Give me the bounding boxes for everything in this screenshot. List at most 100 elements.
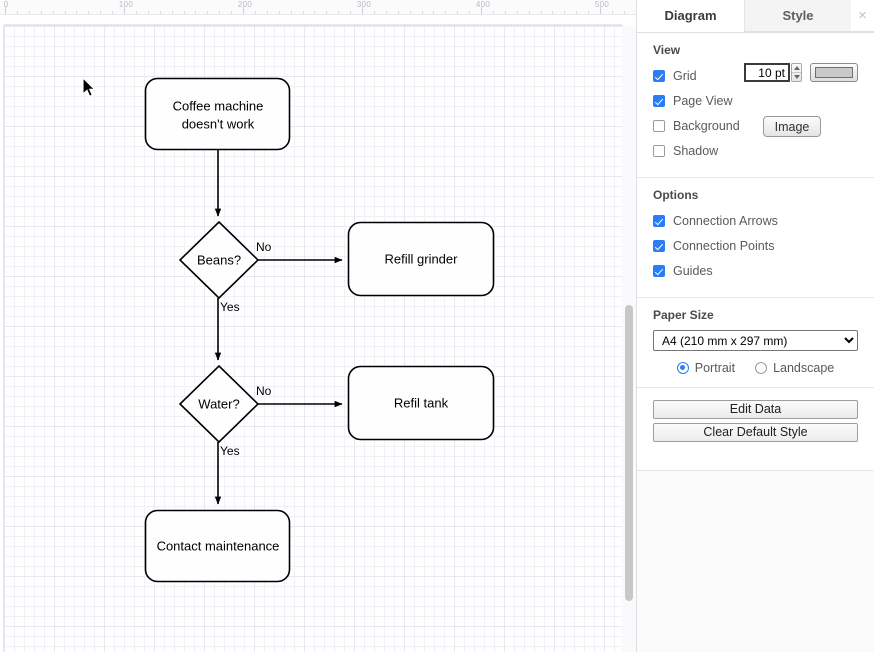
ruler-tick-minor [40,11,42,14]
ruler-tick-minor [159,11,161,14]
background-image-button-label: Image [774,119,810,134]
ruler-tick-major [124,7,125,14]
grid-label: Grid [673,69,697,83]
orientation-landscape[interactable]: Landscape [755,361,834,375]
ruler-label: 300 [356,0,372,9]
ruler-tick-minor [207,11,209,14]
background-checkbox[interactable] [653,120,665,132]
portrait-label: Portrait [694,361,736,375]
grid-color-swatch-button[interactable] [810,63,858,82]
ruler-tick-minor [516,11,518,14]
ruler-tick-minor [576,11,578,14]
ruler-label: 500 [594,0,610,9]
grid-size-input[interactable] [744,63,790,82]
ruler-tick-minor [326,11,328,14]
connection-points-label: Connection Points [673,239,775,253]
clear-default-style-button-label: Clear Default Style [703,425,808,439]
ruler-tick-minor [445,11,447,14]
ruler-tick-minor [457,11,459,14]
tab-style-label: Style [782,8,814,23]
ruler-tick-minor [338,11,340,14]
background-row: Background Image [653,115,858,137]
ruler-tick-minor [100,11,102,14]
ruler-tick-minor [112,11,114,14]
options-section: Options Connection Arrows Connection Poi… [637,178,874,298]
connection-arrows-checkbox[interactable] [653,215,665,227]
ruler-label: 0 [3,0,9,9]
close-icon-glyph: × [858,7,867,24]
tab-style[interactable]: Style [744,0,851,32]
scrollbar-thumb[interactable] [625,305,633,601]
tab-diagram[interactable]: Diagram [637,0,744,32]
paper-size-section: Paper Size A4 (210 mm x 297 mm) Portrait… [637,298,874,388]
ruler-tick-major [362,7,363,14]
ruler-tick-minor [492,11,494,14]
ruler-tick-major [600,7,601,14]
ruler-tick-minor [564,11,566,14]
ruler-tick-minor [469,11,471,14]
ruler-tick-minor [540,11,542,14]
caret-up-icon [793,66,800,70]
ruler-tick-minor [64,11,66,14]
page-view-label: Page View [673,94,733,108]
page-view-checkbox[interactable] [653,95,665,107]
grid-size-increment[interactable] [792,64,801,73]
ruler-tick-minor [397,11,399,14]
shadow-checkbox[interactable] [653,145,665,157]
diagram-page[interactable] [4,26,622,652]
landscape-radio[interactable] [755,362,768,374]
grid-controls [744,63,858,82]
ruler-tick-minor [623,11,625,14]
ruler-tick-major [481,7,482,14]
ruler-tick-major [243,7,244,14]
shadow-label: Shadow [673,144,719,158]
ruler-tick-minor [302,11,304,14]
clear-default-style-button[interactable]: Clear Default Style [653,423,858,442]
orientation-portrait[interactable]: Portrait [676,361,736,375]
ruler-tick-minor [219,11,221,14]
ruler-tick-minor [16,11,18,14]
paper-size-select[interactable]: A4 (210 mm x 297 mm) [653,330,858,351]
portrait-radio[interactable] [676,362,689,374]
ruler-tick-minor [433,11,435,14]
grid-size-decrement[interactable] [792,73,801,81]
ruler-tick-minor [385,11,387,14]
shadow-row: Shadow [653,140,858,162]
background-label: Background [673,119,740,133]
ruler-tick-minor [171,11,173,14]
ruler-tick-minor [254,11,256,14]
ruler-tick-minor [528,11,530,14]
horizontal-ruler[interactable]: 0 100 200 300 400 500 [0,0,636,15]
page-top-edge [4,24,622,26]
ruler-tick-minor [278,11,280,14]
connection-points-row: Connection Points [653,235,858,257]
paper-size-title: Paper Size [653,308,714,322]
ruler-tick-minor [183,11,185,14]
connection-points-checkbox[interactable] [653,240,665,252]
diagram-canvas[interactable]: 0 100 200 300 400 500 [0,0,636,652]
sidebar-tabbar: Diagram Style × [637,0,874,33]
ruler-label: 100 [118,0,134,9]
grid-color-swatch-fill [815,67,853,78]
orientation-group: Portrait Landscape [653,361,858,375]
grid-size-stepper[interactable] [791,63,802,82]
ruler-tick-minor [350,11,352,14]
ruler-tick-minor [290,11,292,14]
close-icon[interactable]: × [851,0,874,32]
background-image-button[interactable]: Image [763,116,821,137]
ruler-tick-minor [373,11,375,14]
ruler-label: 400 [475,0,491,9]
ruler-label: 200 [237,0,253,9]
ruler-tick-minor [28,11,30,14]
ruler-tick-minor [409,11,411,14]
connection-arrows-row: Connection Arrows [653,210,858,232]
canvas-vertical-scrollbar[interactable] [624,16,634,650]
guides-checkbox[interactable] [653,265,665,277]
tab-diagram-label: Diagram [664,8,717,23]
landscape-label: Landscape [773,361,835,375]
ruler-tick-major [5,7,6,14]
ruler-tick-minor [231,11,233,14]
edit-data-button[interactable]: Edit Data [653,400,858,419]
grid-checkbox[interactable] [653,70,665,82]
ruler-tick-minor [266,11,268,14]
